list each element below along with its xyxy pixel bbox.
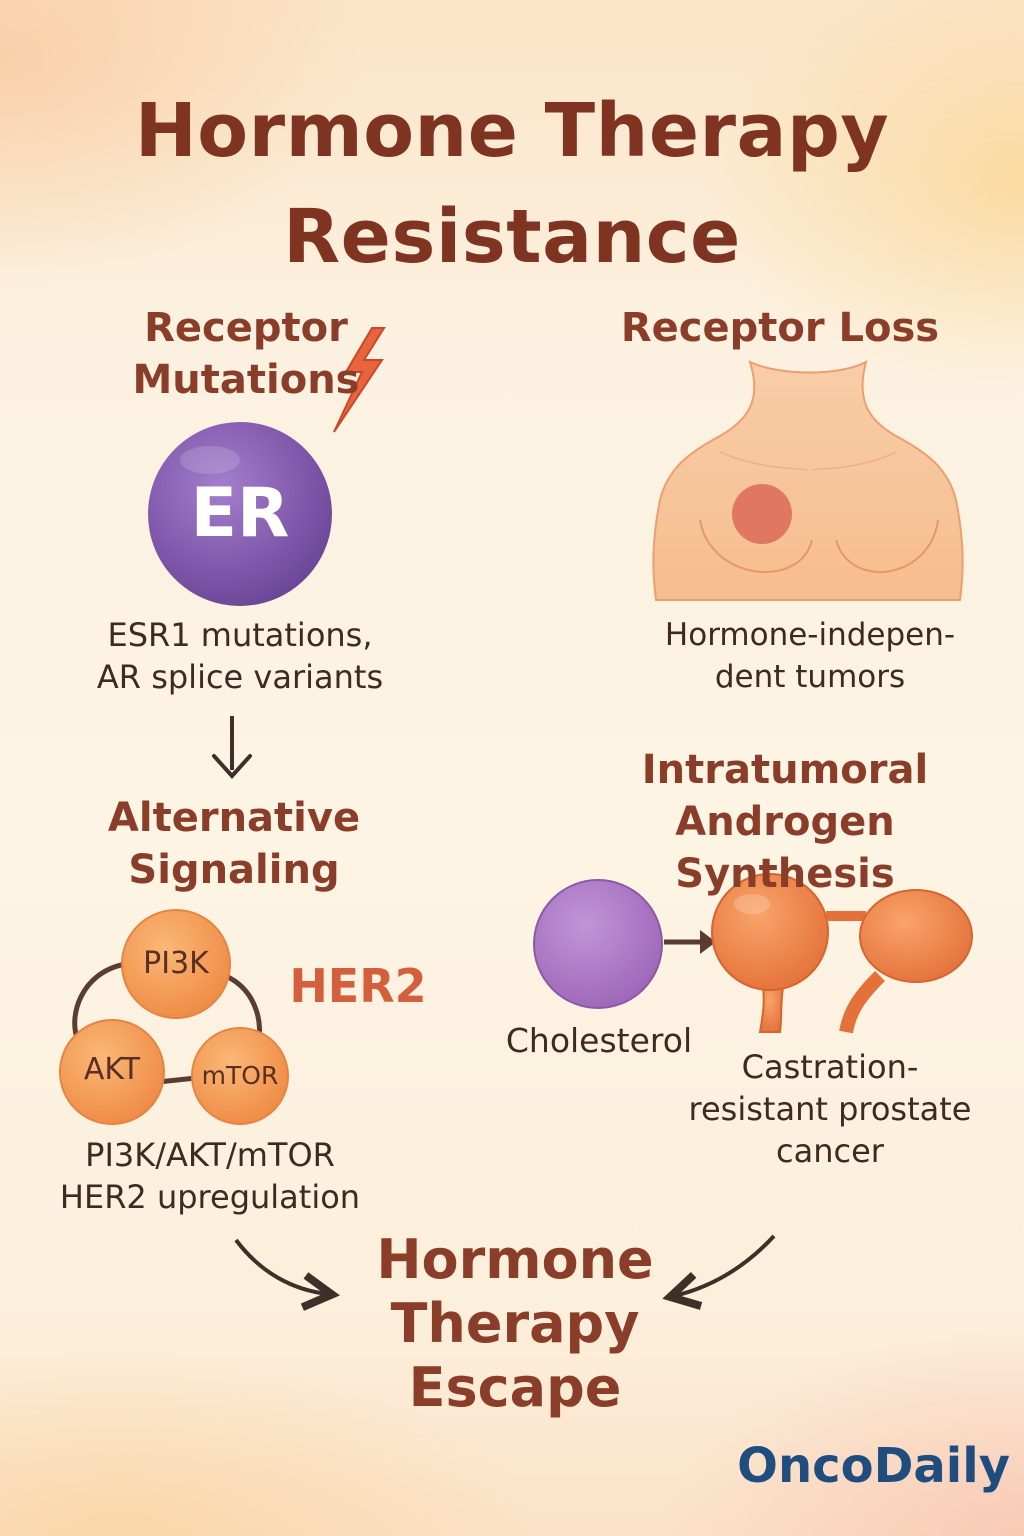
receptor-mutations-heading: Receptor Mutations — [132, 305, 360, 403]
mtor-node — [191, 1027, 289, 1125]
tumor-spot — [732, 484, 792, 544]
curved-arrow-icon — [234, 1238, 328, 1294]
androgen-synthesis-heading: Intratumoral Androgen Synthesis — [641, 747, 929, 897]
torso-illustration — [652, 360, 964, 601]
signaling-network — [59, 909, 289, 1125]
arrow-down-icon — [212, 716, 252, 779]
mtor-label: mTOR — [201, 1061, 279, 1090]
akt-label: AKT — [83, 1052, 141, 1087]
prostate-illustration — [711, 873, 973, 1034]
receptor-loss-description: Hormone-indepen- dent tumors — [664, 617, 956, 695]
er-badge-label: ER — [190, 474, 290, 553]
curved-arrow-icon — [674, 1234, 776, 1296]
lightning-icon — [333, 327, 386, 433]
akt-node — [59, 1019, 165, 1125]
alternative-signaling-description: PI3K/AKT/mTOR HER2 upregulation — [59, 1136, 361, 1216]
receptor-mutations-description: ESR1 mutations, AR splice variants — [96, 616, 384, 696]
pi3k-label: PI3K — [143, 946, 209, 981]
pi3k-node — [121, 909, 231, 1019]
cholesterol-label: Cholesterol — [505, 1021, 693, 1060]
cholesterol-circle — [533, 879, 663, 1009]
er-receptor-circle — [148, 422, 332, 606]
receptor-loss-heading: Receptor Loss — [620, 305, 940, 351]
her2-label: HER2 — [289, 959, 427, 1013]
alternative-signaling-heading: Alternative Signaling — [107, 795, 361, 893]
brand-logo: OncoDaily — [737, 1438, 1010, 1494]
page-title: Hormone Therapy Resistance — [134, 88, 890, 280]
androgen-synthesis-description: Castration- resistant prostate cancer — [688, 1048, 972, 1170]
outcome-label: Hormone Therapy Escape — [376, 1228, 654, 1419]
arrow-right-icon — [664, 930, 716, 954]
